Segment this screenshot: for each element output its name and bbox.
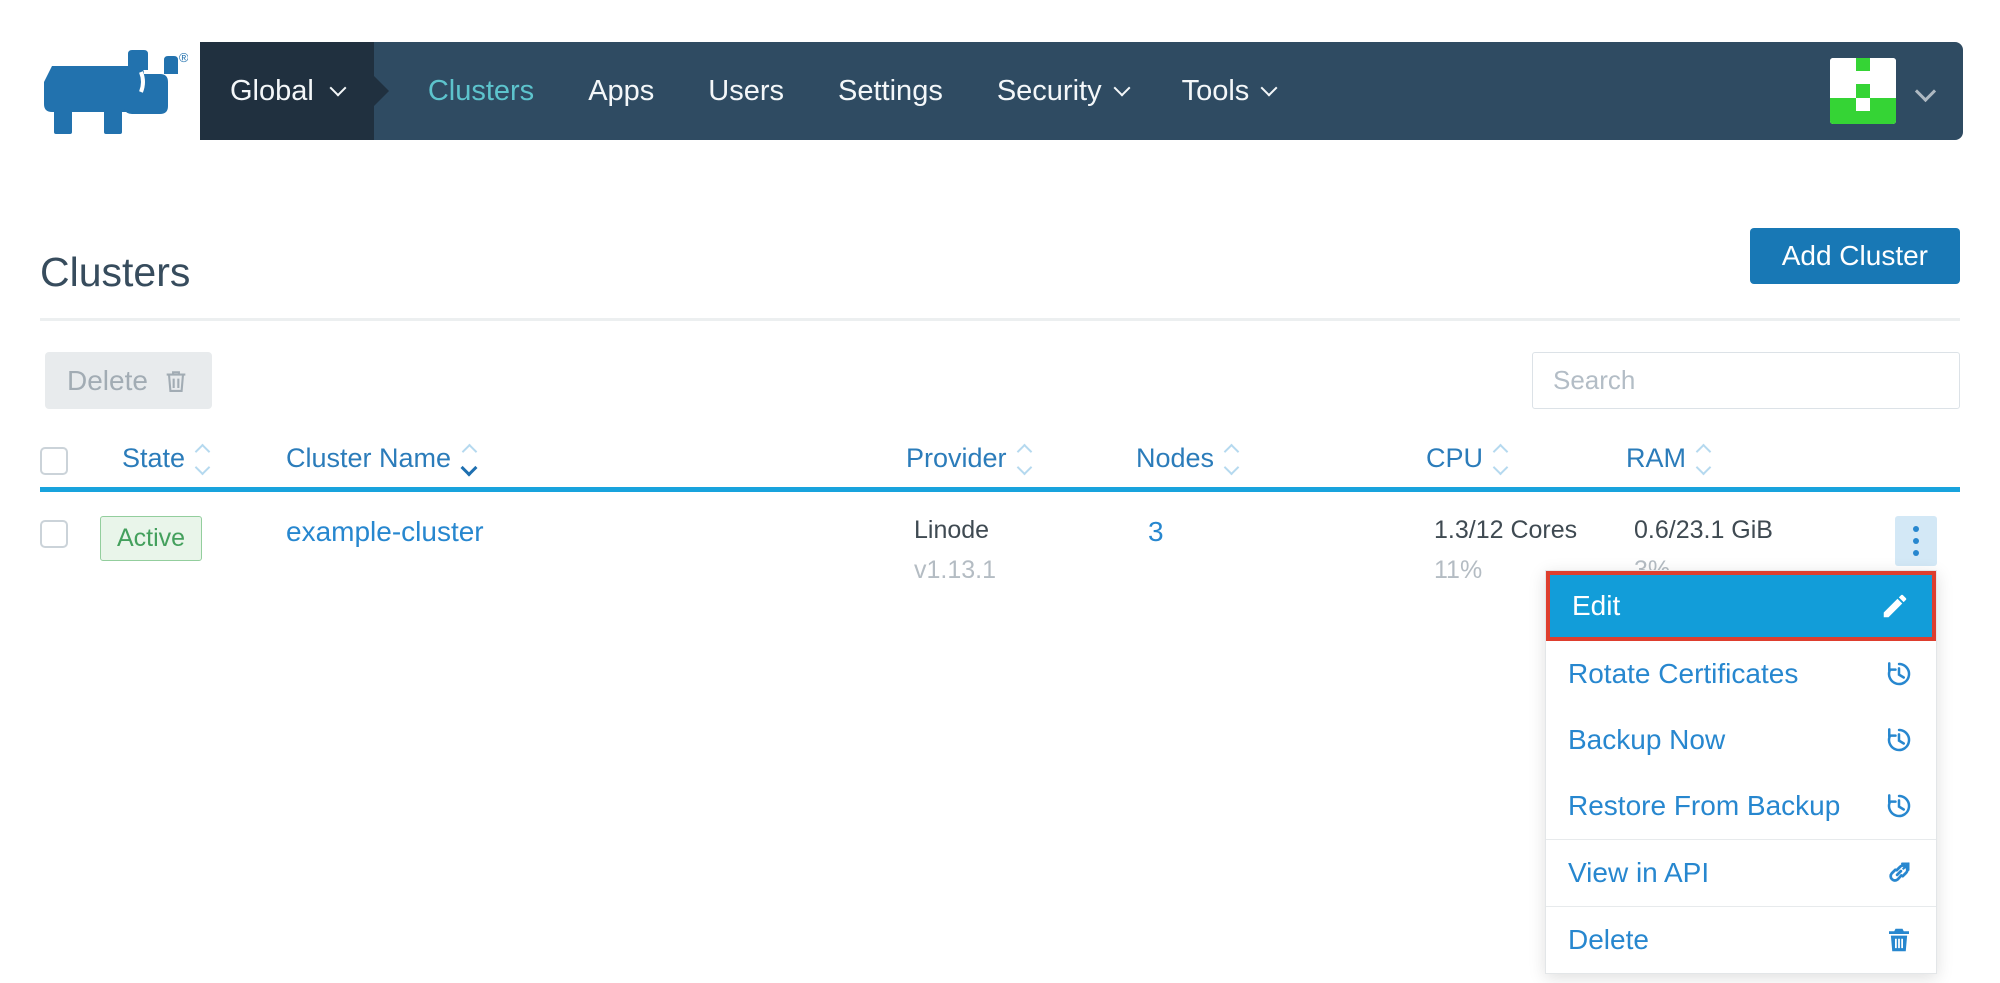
bulk-delete-label: Delete — [67, 364, 148, 396]
sort-icon — [1695, 443, 1712, 476]
column-header-provider[interactable]: Provider — [906, 443, 1136, 476]
sort-icon — [1016, 443, 1032, 476]
column-header-ram[interactable]: RAM — [1626, 443, 1866, 476]
menu-item-label: View in API — [1568, 857, 1710, 888]
edit-icon — [1880, 591, 1910, 621]
cpu-value: 1.3/12 Cores — [1434, 516, 1578, 544]
provider-value: Linode — [914, 516, 990, 544]
user-menu-chevron-down-icon[interactable] — [1914, 80, 1937, 102]
top-navbar: Global Clusters Apps Users Settings Secu… — [200, 42, 1963, 140]
environment-label: Global — [230, 74, 314, 107]
rancher-cow-icon: ® — [44, 50, 188, 134]
menu-divider — [1546, 839, 1936, 840]
column-label: CPU — [1426, 443, 1484, 473]
bulk-delete-button[interactable]: Delete — [45, 352, 212, 409]
history-icon — [1884, 725, 1914, 755]
chevron-down-icon — [1113, 79, 1131, 97]
nav-label: Settings — [838, 74, 943, 107]
menu-item-delete[interactable]: Delete — [1546, 907, 1936, 973]
sort-icon-active — [460, 443, 478, 476]
nav-item-settings[interactable]: Settings — [811, 42, 970, 140]
header-divider — [40, 318, 1960, 321]
nav-label: Security — [996, 74, 1102, 107]
chevron-down-icon — [1260, 79, 1278, 97]
menu-item-label: Restore From Backup — [1568, 790, 1841, 821]
column-header-state[interactable]: State — [96, 443, 286, 476]
nav-item-tools[interactable]: Tools — [1155, 42, 1303, 140]
menu-divider — [1546, 906, 1936, 907]
sort-icon — [1492, 443, 1509, 476]
column-header-cpu[interactable]: CPU — [1426, 443, 1626, 476]
nav-item-users[interactable]: Users — [681, 42, 811, 140]
column-label: Cluster Name — [286, 443, 452, 473]
column-header-nodes[interactable]: Nodes — [1136, 443, 1426, 476]
nav-label: Tools — [1181, 74, 1250, 107]
rancher-logo: ® — [38, 48, 188, 136]
user-avatar[interactable] — [1830, 58, 1896, 124]
table-row: Active example-cluster Linode v1.13.1 3 … — [40, 492, 1960, 585]
menu-item-label: Backup Now — [1568, 724, 1726, 755]
nav-label: Apps — [588, 74, 655, 107]
sort-icon — [1223, 443, 1240, 476]
menu-item-view-in-api[interactable]: View in API — [1546, 840, 1936, 906]
menu-item-rotate-certificates[interactable]: Rotate Certificates — [1546, 641, 1936, 707]
row-checkbox[interactable] — [40, 520, 68, 548]
breadcrumb-arrow-icon — [373, 76, 389, 106]
search-input[interactable] — [1532, 352, 1960, 409]
provider-version: v1.13.1 — [914, 556, 997, 584]
column-label: State — [122, 443, 186, 473]
nodes-count-link[interactable]: 3 — [1148, 516, 1164, 547]
page-title: Clusters — [40, 249, 191, 296]
nav-item-clusters[interactable]: Clusters — [401, 42, 561, 140]
menu-item-edit[interactable]: Edit — [1546, 571, 1936, 641]
row-actions-menu: Edit Rotate Certificates Backup Now — [1545, 570, 1937, 974]
history-icon — [1884, 791, 1914, 821]
external-link-icon — [1884, 858, 1914, 888]
row-actions-kebab-button[interactable] — [1895, 516, 1937, 566]
menu-item-restore-from-backup[interactable]: Restore From Backup — [1546, 773, 1936, 839]
menu-item-backup-now[interactable]: Backup Now — [1546, 707, 1936, 773]
chevron-down-icon — [329, 79, 347, 97]
select-all-checkbox[interactable] — [40, 446, 68, 475]
cluster-name-link[interactable]: example-cluster — [286, 516, 484, 547]
registered-mark: ® — [179, 50, 188, 65]
status-badge: Active — [100, 516, 203, 561]
cpu-percent: 11% — [1434, 556, 1483, 584]
column-label: Provider — [906, 443, 1007, 473]
environment-switcher[interactable]: Global — [200, 42, 374, 140]
nav-item-apps[interactable]: Apps — [561, 42, 681, 140]
history-icon — [1884, 659, 1914, 689]
add-cluster-button[interactable]: Add Cluster — [1749, 228, 1960, 284]
column-label: Nodes — [1136, 443, 1215, 473]
ram-value: 0.6/23.1 GiB — [1634, 516, 1773, 544]
column-header-cluster-name[interactable]: Cluster Name — [286, 443, 906, 476]
sort-icon — [194, 443, 211, 476]
nav-label: Users — [708, 74, 785, 107]
clusters-table: State Cluster Name Provider Nodes CPU RA… — [40, 430, 1960, 585]
trash-icon — [162, 367, 190, 395]
menu-item-label: Edit — [1572, 590, 1621, 621]
column-label: RAM — [1626, 443, 1686, 473]
menu-item-label: Delete — [1568, 924, 1649, 955]
nav-item-security[interactable]: Security — [970, 42, 1155, 140]
table-header-row: State Cluster Name Provider Nodes CPU RA… — [40, 430, 1960, 492]
menu-item-label: Rotate Certificates — [1568, 658, 1799, 689]
nav-label: Clusters — [427, 74, 535, 107]
trash-icon — [1884, 925, 1914, 955]
main-nav: Clusters Apps Users Settings Security To… — [401, 42, 1302, 140]
